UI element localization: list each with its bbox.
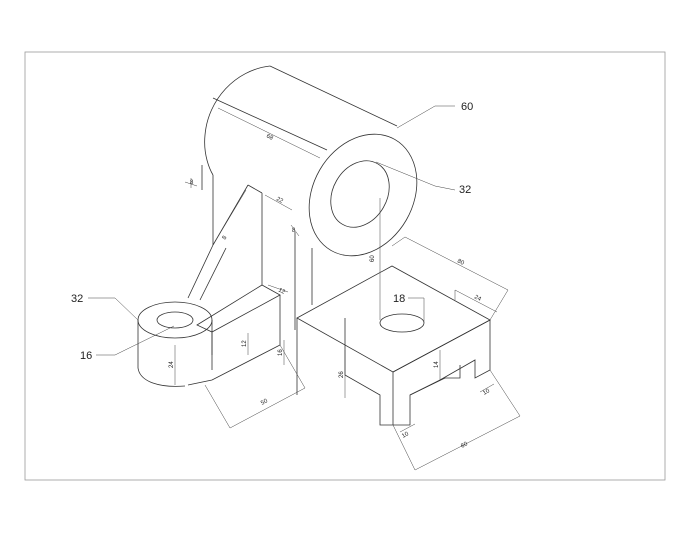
dimension-lines: [174, 107, 521, 471]
boss-sides: [137, 320, 213, 370]
dim-base-26: 26: [339, 371, 345, 378]
dim-center-height: 60: [370, 255, 376, 262]
leader-hole: [408, 297, 425, 323]
boss-top-inner: [156, 311, 194, 329]
base-slot: [409, 365, 461, 396]
dim-line-10-right: [479, 383, 495, 393]
dim-arm-16: 16: [278, 349, 284, 356]
dim-arm-12-side: 12: [242, 340, 248, 347]
dim-base-80: 80: [456, 258, 465, 267]
base-front-face: [344, 318, 394, 426]
web-lines: [212, 184, 313, 330]
leader-boss-outer: [88, 297, 139, 321]
callout-labels: 60 32 32 16 18: [71, 101, 473, 362]
part-geometry: [137, 65, 491, 426]
boss-bottom-arc: [137, 367, 186, 387]
dim-line-10-left: [399, 423, 416, 433]
base-hole: [379, 313, 425, 333]
dim-line-50: [204, 344, 306, 429]
drawing-frame: [24, 51, 666, 481]
base-right-face: [392, 319, 491, 426]
leader-boss-inner: [96, 325, 175, 356]
cylinder-back-arc: [204, 65, 271, 176]
dim-slot-10-right: 10: [482, 388, 491, 397]
dim-line-68: [217, 107, 321, 159]
dim-line-12-top: [267, 284, 289, 293]
arm-side: [187, 295, 281, 386]
arm-top: [196, 284, 281, 333]
dim-line-8-rib: [215, 189, 247, 241]
label-cyl-inner: 32: [459, 184, 471, 196]
dim-slot-10-left: 10: [401, 431, 410, 440]
cylinder-front-outer: [308, 133, 418, 257]
dim-web-8: 8: [292, 228, 296, 234]
dim-line-24: [454, 289, 498, 313]
dim-base-60: 60: [460, 441, 469, 450]
cylinder-front-inner: [330, 160, 390, 228]
dim-line-80: [391, 236, 509, 321]
base-top: [296, 265, 491, 373]
dimension-labels: 68 8 8 22 8 60 80 24 12 12 16 24 50 26 1…: [169, 133, 491, 449]
dim-boss-24: 24: [169, 361, 175, 368]
cylinder-side-lines: [212, 65, 398, 151]
dim-line-60-base: [392, 369, 521, 471]
cylinder-back-edge: [201, 165, 214, 245]
dim-line-22: [264, 194, 293, 211]
dim-line-8-web: [290, 224, 300, 237]
label-cyl-outer: 60: [461, 101, 473, 113]
dim-arm-50: 50: [260, 398, 269, 407]
dim-arm-12-top: 12: [277, 287, 286, 296]
dim-line-8-top: [184, 178, 198, 188]
dim-slot-24: 24: [473, 294, 482, 303]
dim-rib-width: 8: [222, 234, 229, 241]
dim-web-22: 22: [275, 196, 284, 205]
boss-top-outer: [137, 301, 213, 339]
leader-cyl-inner: [375, 161, 456, 191]
label-boss-outer: 32: [71, 293, 83, 305]
label-boss-inner: 16: [80, 350, 92, 362]
leader-cyl-outer: [396, 105, 455, 129]
dim-cyl-length: 68: [265, 133, 274, 142]
dim-cyl-top-small: 8: [190, 180, 194, 186]
leader-lines: [88, 105, 456, 356]
label-hole: 18: [393, 293, 405, 305]
dim-slot-14: 14: [434, 361, 440, 368]
rib-lines: [187, 244, 227, 301]
